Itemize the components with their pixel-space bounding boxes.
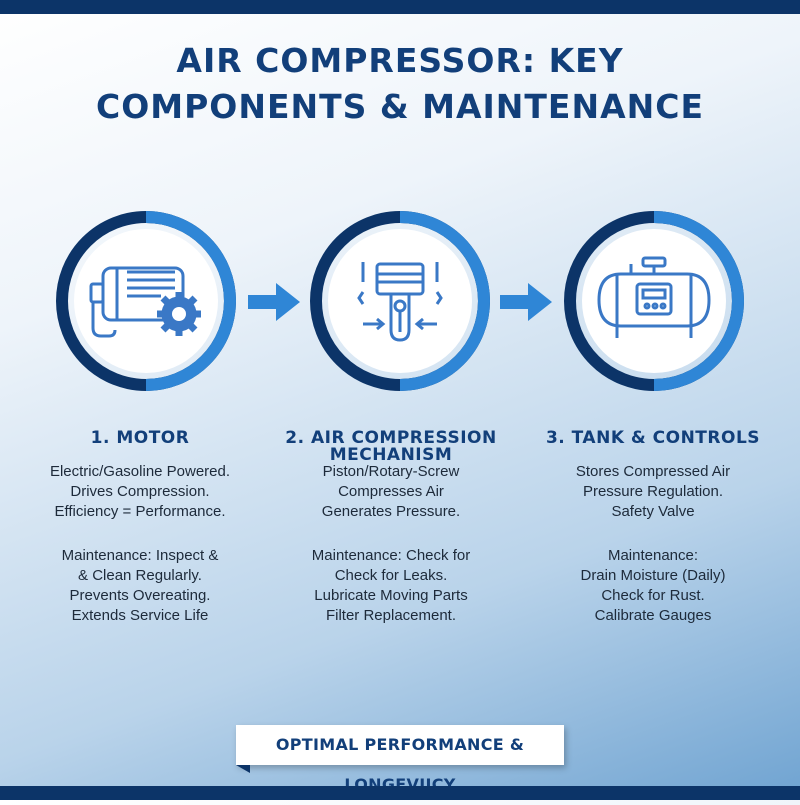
bottom-border — [0, 786, 800, 800]
step-maintenance: Maintenance: Check for Check for Leaks. … — [311, 547, 471, 624]
arrow-right-icon — [500, 283, 552, 321]
step-motor: 1. MOTOR Electric/Gasoline Powered. Driv… — [15, 428, 265, 625]
top-border — [0, 0, 800, 14]
step-compression: 2. AIR COMPRESSION MECHANISM Piston/Rota… — [266, 428, 516, 625]
piston-icon — [357, 262, 443, 342]
step-heading: 2. AIR COMPRESSION MECHANISM — [285, 428, 497, 465]
step-maintenance: Maintenance: Inspect & & Clean Regularly… — [61, 547, 219, 624]
tank-controls-icon — [597, 256, 711, 338]
arrow-right-icon — [248, 283, 300, 321]
step-description: Stores Compressed Air Pressure Regulatio… — [575, 463, 731, 520]
step-maintenance: Maintenance: Drain Moisture (Daily) Chec… — [580, 547, 726, 624]
title-line-1: AIR COMPRESSOR: KEY — [176, 41, 624, 80]
banner-fold — [236, 765, 250, 773]
motor-circle — [51, 206, 241, 396]
title-line-2: COMPONENTS & MAINTENANCE — [95, 87, 705, 126]
step-heading: 1. MOTOR — [90, 428, 190, 448]
step-tank-controls: 3. TANK & CONTROLS Stores Compressed Air… — [528, 428, 778, 625]
tank-circle — [559, 206, 749, 396]
compression-circle — [305, 206, 495, 396]
step-description: Electric/Gasoline Powered. Drives Compre… — [49, 463, 231, 520]
page-title: AIR COMPRESSOR: KEY COMPONENTS & MAINTEN… — [0, 38, 800, 130]
motor-gear-icon — [89, 266, 201, 338]
step-heading: 3. TANK & CONTROLS — [545, 428, 761, 448]
footer-banner: OPTIMAL PERFORMANCE & LONGEVIICY — [236, 725, 564, 794]
step-description: Piston/Rotary-Screw Compresses Air Gener… — [321, 463, 461, 520]
